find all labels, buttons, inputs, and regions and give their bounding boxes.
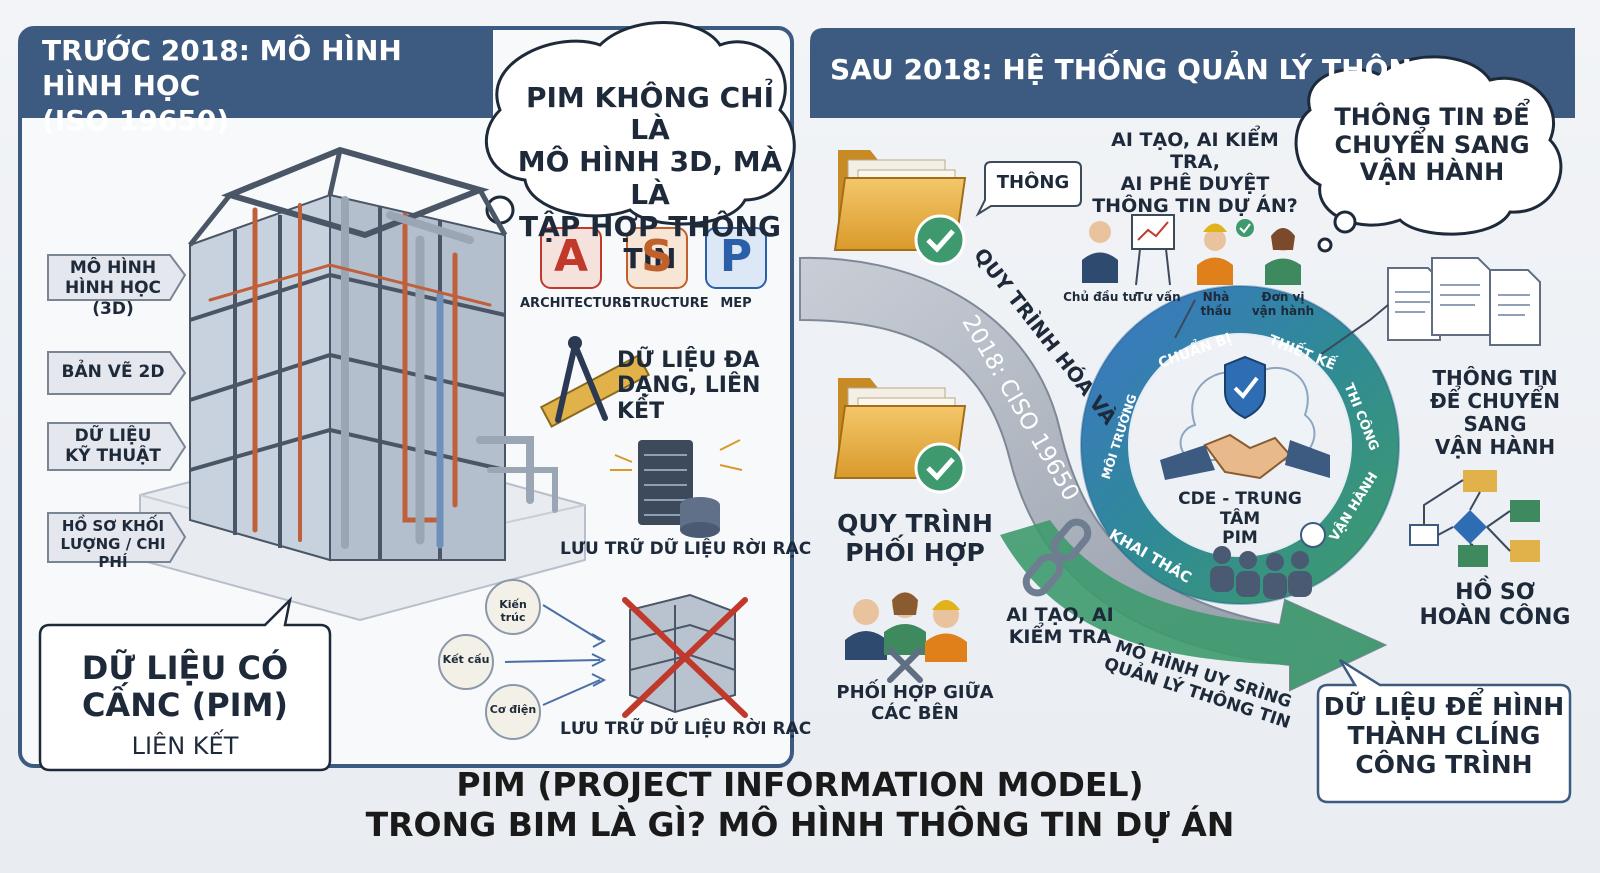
speech-bubble-small (975, 161, 1082, 217)
cde-label: CDE - TRUNG TÂM PIM (1178, 489, 1302, 549)
left-panel-header: TRƯỚC 2018: MÔ HÌNH HÌNH HỌC (ISO 19650) (42, 34, 402, 137)
connector-line (1174, 299, 1196, 339)
role-icons (1082, 214, 1301, 286)
left-thought-text: PIM KHÔNG CHỈ LÀ MÔ HÌNH 3D, MÀ LÀ TẬP H… (517, 81, 783, 275)
discipline-letter-s: S (641, 231, 673, 282)
folders-middle (833, 378, 967, 494)
discipline-letter-p: P (719, 231, 753, 282)
discipline-label-architecture: ARCHITECTURE (520, 296, 631, 311)
handover-text: THÔNG TIN ĐỂ CHUYỂN SANG VẬN HÀNH (1430, 366, 1560, 459)
role-operator: Đơn vị vận hành (1251, 290, 1315, 318)
footer-title: PIM (PROJECT INFORMATION MODEL) TRONG BI… (365, 765, 1235, 845)
coordination-title: QUY TRÌNH PHỐI HỢP (837, 509, 993, 567)
asbuilt-text: HỒ SƠ HOÀN CÔNG (1419, 580, 1571, 631)
tag-3d-model: MÔ HÌNH HÌNH HỌC (3D) (64, 258, 162, 319)
data-linked-text: DỮ LIỆU ĐA DẠNG, LIÊN KẾT (617, 348, 761, 424)
tag-technical-data: DỮ LIỆU KỸ THUẬT (65, 426, 161, 467)
tag-quantity-cost: HỒ SƠ KHỐI LƯỢNG / CHI PHÍ (60, 517, 166, 571)
role-investor: Chủ đầu tư (1063, 290, 1137, 304)
lifecycle-ring (1080, 285, 1400, 605)
node-co-dien: Cơ điện (489, 703, 537, 716)
coordination-people-icon (845, 592, 967, 683)
broken-chain-icon (1022, 518, 1092, 597)
node-kien-truc: Kiến trúc (499, 598, 527, 624)
side-tag-shapes (47, 254, 187, 563)
server-database-icon (610, 439, 743, 538)
role-contractor: Nhà thầu (1200, 290, 1232, 318)
speech-small-text: THÔNG (996, 172, 1070, 193)
right-callout-text: DỮ LIỆU ĐỂ HÌNH THÀNH CLÍNG CÔNG TRÌNH (1323, 692, 1565, 779)
flowchart-icon (1409, 470, 1540, 567)
storage-text-2: LƯU TRỮ DỮ LIỆU RỜI RẠC (560, 719, 812, 739)
crossed-building-icon (622, 593, 748, 718)
handover-documents-icon (1319, 257, 1541, 356)
discipline-label-structure: STRUCTURE (622, 296, 709, 311)
left-callout-sub: LIÊN KẾT (131, 732, 239, 760)
discipline-nodes-diagram (438, 579, 607, 740)
left-callout-title: DỮ LIỆU CÓ CẤNC (PIM) (81, 649, 289, 724)
storage-text-1: LƯU TRỮ DỮ LIỆU RỜI RẠC (560, 539, 812, 559)
discipline-label-mep: MEP (720, 296, 752, 311)
coordination-sub: PHỐI HỢP GIỮA CÁC BÊN (836, 682, 994, 724)
discipline-icons (540, 227, 767, 289)
node-ket-cau: Kết cấu (442, 653, 490, 666)
right-callout-shape (1316, 658, 1572, 804)
discipline-letter-a: A (553, 231, 589, 282)
chain-text: AI TẠO, AI KIỂM TRA (1006, 604, 1114, 648)
role-consultant: Tư vấn (1135, 290, 1181, 304)
process-arrow (799, 256, 1388, 692)
right-panel-header: SAU 2018: HỆ THỐNG QUẢN LÝ THÔNG (830, 53, 1435, 86)
thought-bubble-right (1294, 55, 1563, 253)
folders-top (833, 150, 967, 266)
right-thought-text: THÔNG TIN ĐỂ CHUYỂN SANG VẬN HÀNH (1334, 103, 1530, 187)
question-text: AI TẠO, AI KIỂM TRA, AI PHÊ DUYỆT THÔNG … (1092, 129, 1298, 217)
building-model (139, 146, 586, 622)
compass-ruler-icon (539, 336, 651, 428)
left-callout-shape (38, 596, 332, 772)
tag-2d-drawings: BẢN VẼ 2D (61, 362, 165, 382)
